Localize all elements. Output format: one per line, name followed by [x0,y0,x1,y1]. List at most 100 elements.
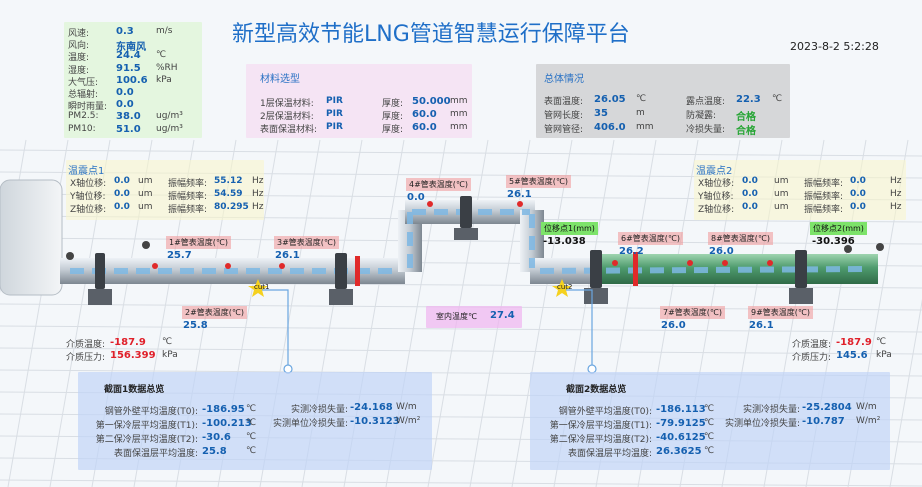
section-value: -186.95 [202,404,245,415]
freq-unit: Hz [252,202,264,212]
grid-line [0,347,922,355]
thickness-value: 50.000 [412,96,451,107]
freq-value: 55.12 [214,176,243,186]
weather-value: 0.0 [116,87,134,98]
section-value: -186.113 [656,404,706,415]
thickness-unit: mm [450,96,468,106]
grid-line [0,479,922,487]
freq-value: 0.0 [850,176,866,186]
axis-value: 0.0 [742,202,758,212]
axis-value: 0.0 [114,202,130,212]
overview-label: 防凝露: [686,111,717,121]
section-unit: ℃ [246,404,257,414]
room-temp-value: 27.4 [490,310,515,321]
medium-unit: kPa [876,350,892,360]
freq-label: 振幅频率: [804,192,844,202]
overview-unit: ℃ [772,94,783,104]
axis-value: 0.0 [114,176,130,186]
section-label: 第一保冷层平均温度(T1): [95,421,198,431]
axis-unit: um [138,189,153,199]
section-value: -10.787 [802,416,845,427]
material-value: PIR [326,96,343,106]
freq-unit: Hz [890,176,902,186]
medium-unit: ℃ [162,337,173,347]
weather-label: PM2.5: [68,111,99,122]
axis-label: Z轴位移: [698,205,735,215]
disp2-value: -30.396 [812,236,855,247]
section-value: -30.6 [202,432,231,443]
medium-unit: kPa [162,350,178,360]
section-unit: ℃ [704,446,715,456]
thickness-unit: mm [450,109,468,119]
grid-line [0,325,922,333]
pipe-temp-label: 9#管表温度(℃) [748,306,814,319]
medium-unit: ℃ [876,337,887,347]
weather-value: 38.0 [116,111,141,123]
weather-label: 总辐射: [68,90,99,100]
weather-value: 91.5 [116,62,141,74]
section-unit: W/m² [856,416,881,426]
section1-panel: 截面1数据总览 钢管外壁平均温度(T0): -186.95℃ 第一保冷层平均温度(T… [78,372,432,470]
weather-label: 湿度: [68,65,90,76]
datetime: 2023-8-2 5:2:28 [790,40,879,53]
axis-unit: um [138,202,153,212]
thickness-unit: mm [450,122,468,132]
axis-unit: um [774,189,789,199]
room-temp-panel: 室内温度℃ 27.4 [426,306,522,328]
pipe-temp-value: 26.2 [619,246,644,257]
grid-line [0,149,922,157]
freq-value: 0.0 [850,189,866,199]
medium-value: 145.6 [836,350,868,361]
overview-value: 合格 [736,112,756,123]
weather-value: 51.0 [116,123,141,135]
section-label: 表面保温层平均温度: [113,449,198,459]
overview-unit: m [636,108,645,118]
axis-value: 0.0 [742,176,758,186]
axis-label: X轴位移: [70,179,107,189]
pipe-temp-label: 2#管表温度(℃) [182,306,248,319]
weather-label: 瞬时雨量: [68,102,108,113]
section-label: 第一保冷层平均温度(T1): [549,421,652,431]
medium-value: -187.9 [836,337,872,348]
cut1-label: cut1 [254,283,270,291]
weather-value: 24.4 [116,50,141,62]
grid-line [511,139,573,487]
vib1-title: 温震点1 [68,166,105,177]
section-unit: ℃ [704,432,715,442]
section-value: 25.8 [202,446,227,457]
grid-line [889,298,922,487]
overview-label: 露点温度: [686,97,726,107]
medium-value: -187.9 [110,337,146,348]
weather-label: 大气压: [68,77,99,88]
material-label: 1层保温材料: [260,99,314,109]
medium-label: 介质温度: [66,340,106,350]
section-label: 第二保冷层平均温度(T2): [95,435,198,445]
disp1-value: -13.038 [543,236,586,247]
cut2-star-icon [552,279,572,297]
section-label: 钢管外壁平均温度(T0): [104,407,198,417]
pipe-temp-label: 6#管表温度(℃) [618,232,684,245]
thickness-label: 厚度: [382,112,404,122]
thickness-label: 厚度: [382,125,404,135]
axis-label: Y轴位移: [698,192,734,202]
weather-unit: m/s [156,26,173,36]
medium-label: 介质压力: [792,353,832,363]
pipe-temp-value: 25.7 [167,250,192,261]
axis-label: Y轴位移: [70,192,106,202]
overview-value: 35 [594,108,608,119]
weather-unit: ug/m³ [156,123,183,134]
section-unit: ℃ [246,418,257,428]
pipe-temp-label: 8#管表温度(℃) [708,232,774,245]
freq-unit: Hz [252,189,264,199]
section-label: 实测冷损失量: [742,405,800,415]
freq-label: 振幅频率: [804,205,844,215]
pipe-temp-value: 25.8 [183,320,208,331]
room-temp-label: 室内温度℃ [436,312,477,321]
section-value: -24.168 [350,402,393,413]
axis-label: X轴位移: [698,179,735,189]
section-value: -10.3123 [350,416,400,427]
section-unit: ℃ [704,404,715,414]
freq-unit: Hz [890,202,902,212]
section1-title: 截面1数据总览 [104,385,165,395]
